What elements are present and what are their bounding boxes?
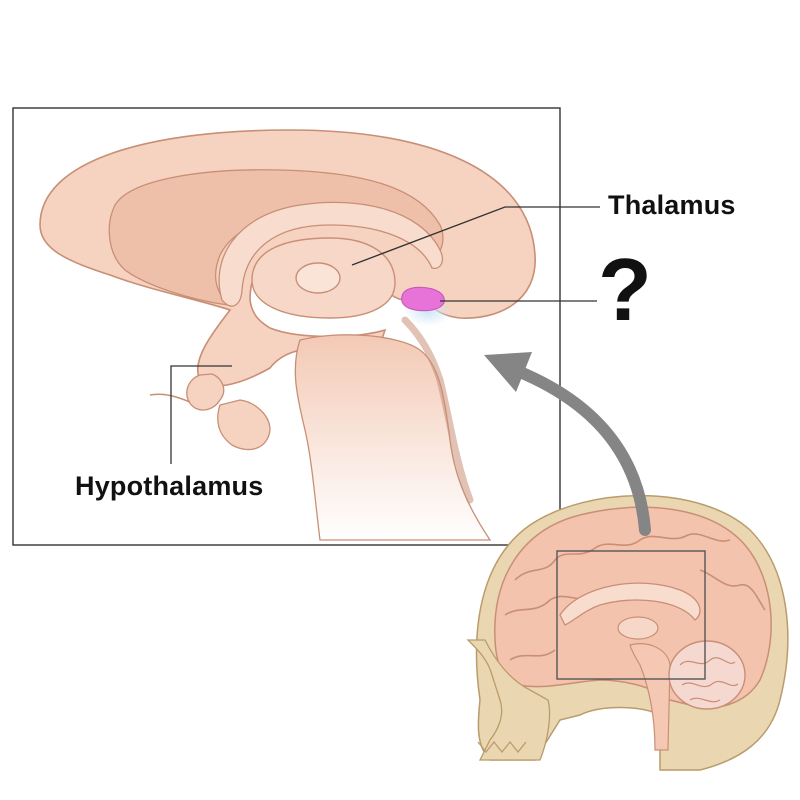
thalamus-leader-line	[351, 206, 600, 266]
pineal-gland	[401, 286, 445, 312]
enlarged-brain-section	[39, 129, 536, 541]
unknown-structure-label: ?	[598, 240, 652, 339]
thalamus-label: Thalamus	[608, 190, 736, 220]
head-overview	[466, 494, 789, 771]
curved-arrow-icon	[484, 352, 651, 536]
head-zoom-box	[556, 550, 706, 680]
hypothalamus-leader-line	[170, 365, 232, 464]
hypothalamus-label: Hypothalamus	[75, 471, 264, 501]
